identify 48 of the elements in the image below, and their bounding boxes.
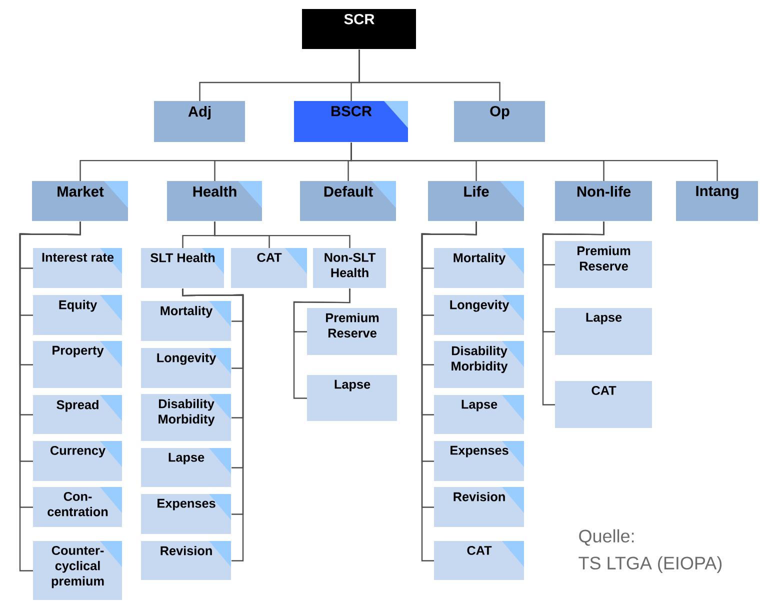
process-box: Premium Reserve [307,308,397,355]
connector-line [421,222,477,562]
process-box: Spread [33,395,122,434]
process-box: Interest rate [33,248,122,288]
process-box: Expenses [434,441,524,481]
process-box: Lapse [307,375,397,421]
process-box: Counter- cyclical premium [33,541,122,600]
process-box: SCR [302,9,416,49]
process-box: CAT [231,248,307,288]
process-box: Non-life [555,181,652,221]
process-box: Lapse [555,308,652,355]
connector-line [350,142,718,181]
process-box: Revision [434,487,524,527]
process-box: Disability Morbidity [141,394,231,441]
process-box: BSCR [294,101,408,142]
process-box: SLT Health [141,248,224,288]
process-box: Lapse [434,395,524,434]
process-box: Longevity [141,348,231,388]
process-box: CAT [434,541,524,580]
process-box: CAT [555,381,652,428]
process-box: Intang [676,181,758,221]
process-box: Life [428,181,524,221]
process-box: Revision [141,541,231,580]
process-box: Adj [154,101,245,142]
process-box: Disability Morbidity [434,341,524,388]
process-box: Health [167,181,262,221]
connector-line [358,50,500,101]
process-box: Mortality [434,248,524,288]
process-box: Mortality [141,301,231,341]
source-note: Quelle: [579,529,634,546]
process-box: Default [300,181,396,221]
connector-line [293,288,350,399]
source-note: TS LTGA (EIOPA) [578,556,722,574]
connector-line [214,222,350,248]
process-box: Con- centration [33,487,122,527]
process-box: Longevity [434,295,524,335]
process-box: Expenses [141,494,231,534]
connector-line [182,288,244,562]
process-box: Premium Reserve [555,241,652,288]
process-box: Lapse [141,448,231,487]
connector-line [542,222,604,406]
process-box: Op [454,101,545,142]
connector-line [19,222,81,572]
process-box: Market [32,181,128,221]
process-box: Currency [33,441,122,481]
process-box: Property [33,341,122,388]
process-box: Non-SLT Health [313,248,386,288]
process-box: Equity [33,295,122,335]
